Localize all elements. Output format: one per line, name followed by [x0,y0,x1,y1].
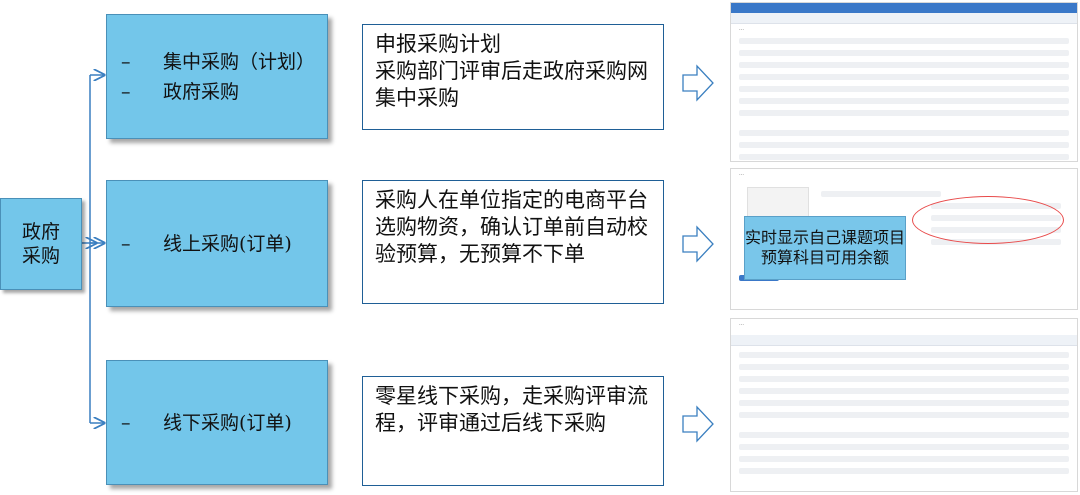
description-box-online: 采购人在单位指定的电商平台选购物资，确认订单前自动校验预算，无预算不下单 [362,180,664,304]
category-label: 线上采购(订单) [163,232,292,255]
root-box: 政府 采购 [0,198,82,290]
category-box-centralized: –集中采购（计划） –政府采购 [106,14,328,139]
hollow-arrow-2 [682,225,714,263]
root-label-line2: 采购 [21,245,60,267]
category-label: 线下采购(订单) [163,411,292,434]
root-label-line1: 政府 [21,221,60,243]
category-label: 政府采购 [163,80,240,103]
screenshot-offline-order: … [730,318,1078,492]
budget-callout: 实时显示自己课题项目预算科目可用余额 [744,216,906,280]
screenshot-heading: … [739,321,744,327]
category-label: 集中采购（计划） [163,50,316,73]
screenshot-heading: … [739,171,744,177]
screenshot-procurement-plan: … [730,2,1078,162]
screenshot-heading: … [739,26,744,32]
highlight-ellipse [912,196,1064,244]
description-box-centralized: 申报采购计划 采购部门评审后走政府采购网集中采购 [362,24,664,130]
hollow-arrow-1 [682,64,714,102]
category-box-offline: –线下采购(订单) [106,360,328,485]
hollow-arrow-3 [682,405,714,443]
category-box-online: –线上采购(订单) [106,180,328,307]
description-box-offline: 零星线下采购，走采购评审流程，评审通过后线下采购 [362,376,664,486]
